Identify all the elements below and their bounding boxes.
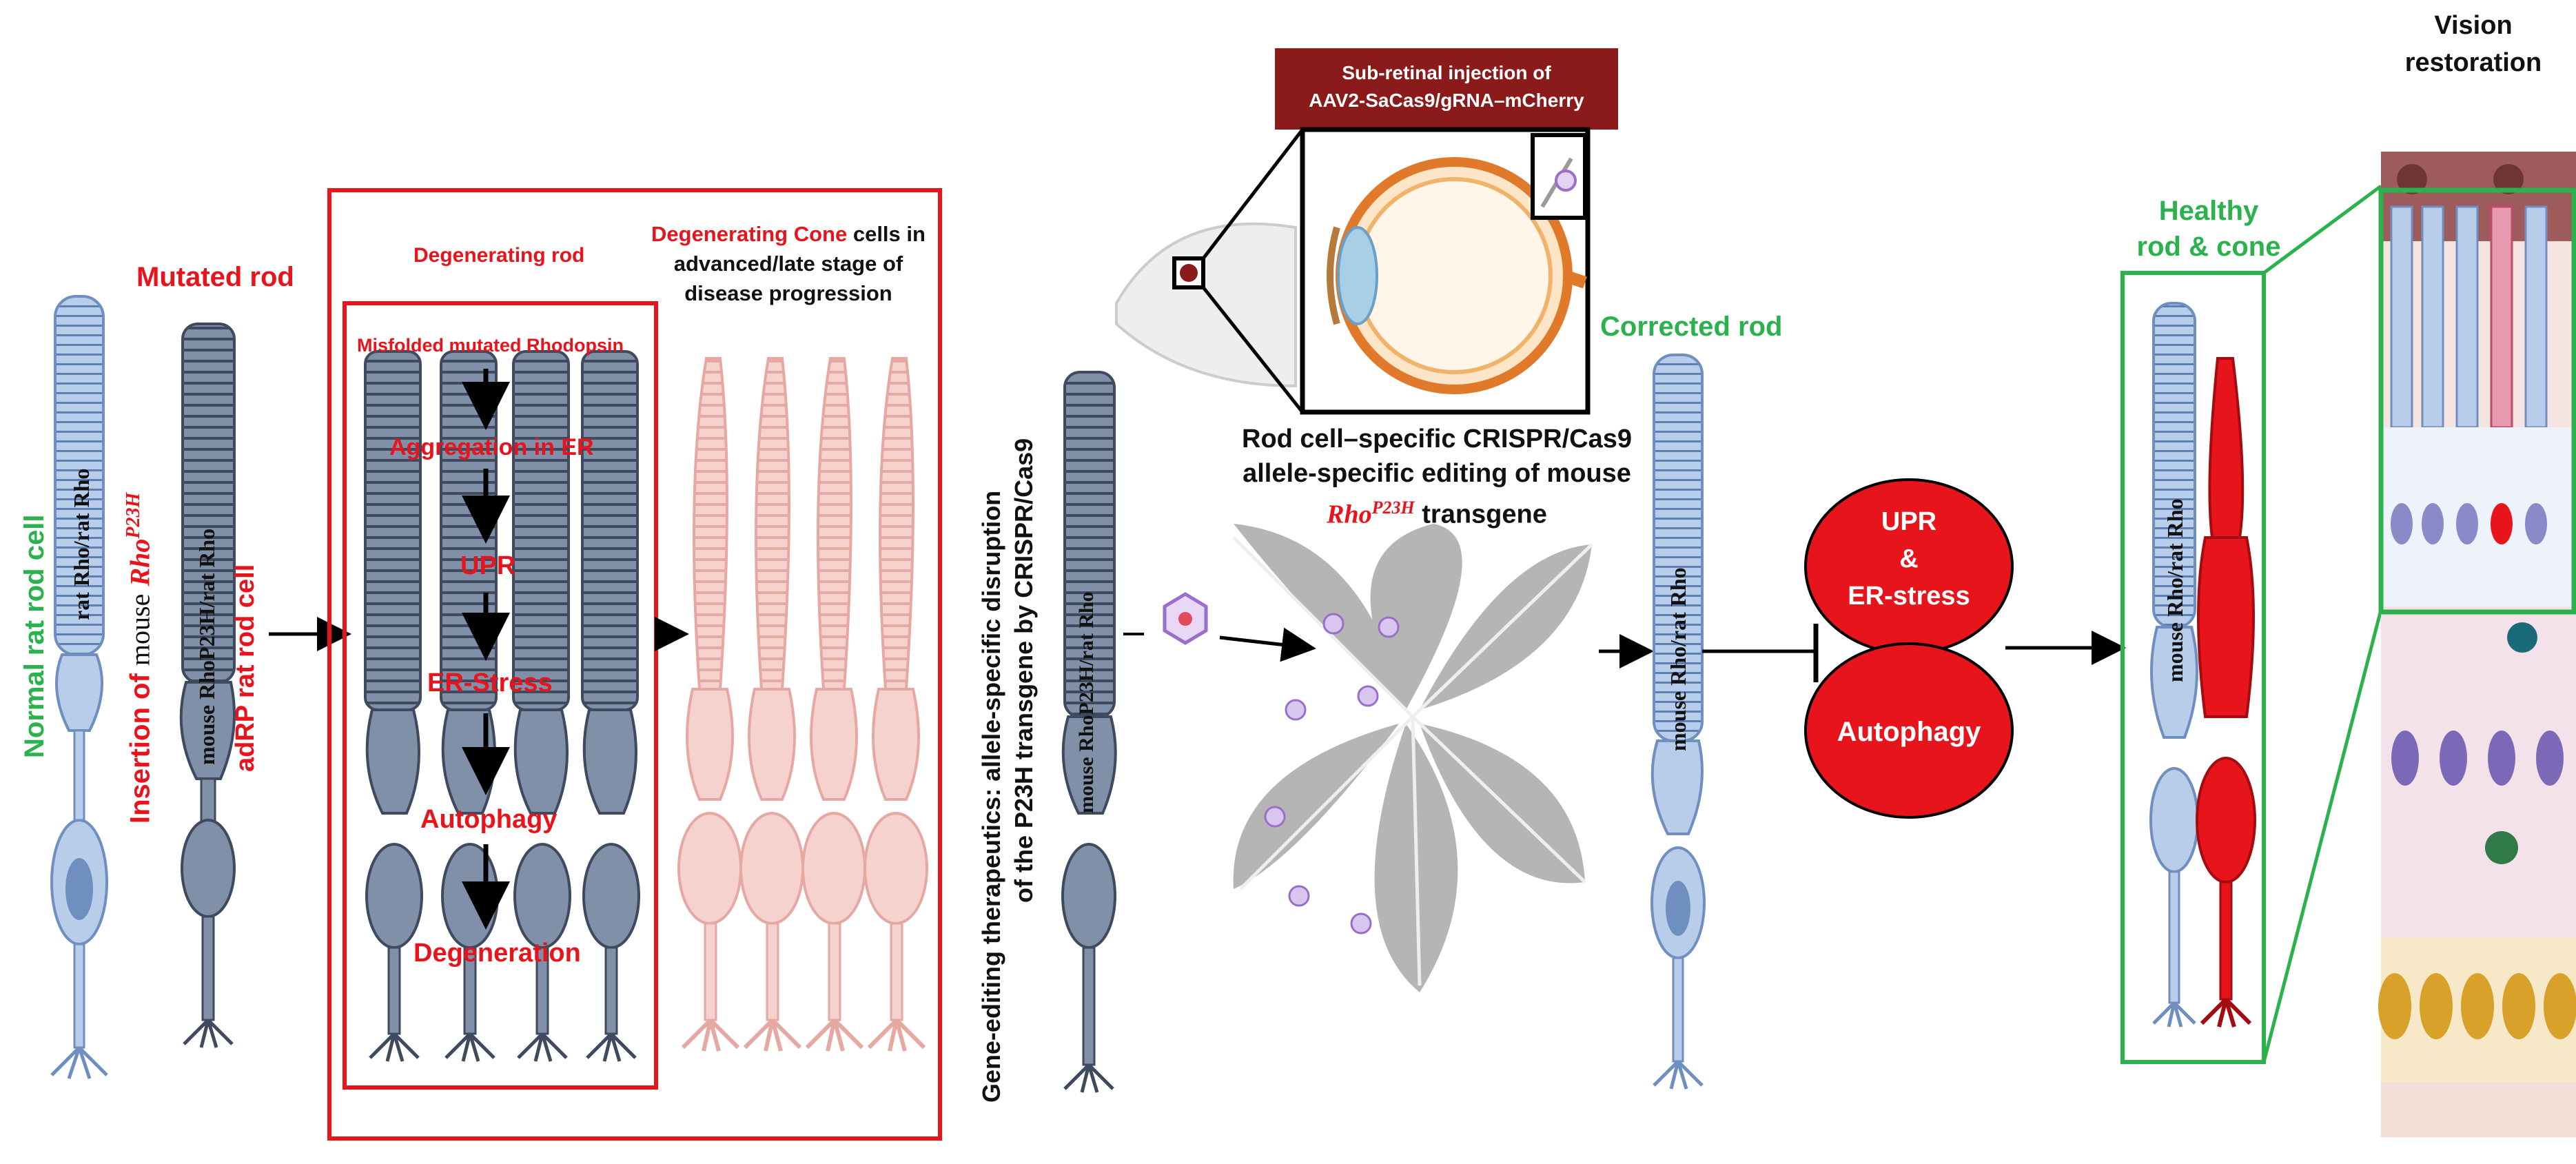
mutated-rod-label: Mutated rod	[136, 262, 294, 292]
corrected-rod-gene-label: mouse Rho/rat Rho	[1666, 567, 1690, 751]
zoom-line-green-bottom	[2262, 609, 2383, 1063]
misfolded-label: Misfolded mutated Rhodopsin	[357, 335, 624, 356]
mouse-head-illustration	[1115, 222, 1297, 388]
crispr-label: Rod cell–specific CRISPR/Cas9 allele-spe…	[1242, 425, 1632, 529]
retinal-flatmount	[1232, 524, 1593, 992]
cascade-step-5: Degeneration	[413, 939, 581, 968]
eye-cross-section	[1327, 157, 1587, 394]
inner-red-box	[343, 301, 658, 1090]
vision-label: Vision restoration	[2404, 11, 2542, 77]
normal-rod-cell	[50, 295, 108, 1079]
corrected-rod-label: Corrected rod	[1600, 312, 1783, 342]
healthy-box	[2120, 271, 2266, 1064]
p23h-rod-cell	[1061, 371, 1117, 1093]
injection-label: Sub-retinal injection of AAV2-SaCas9/gRN…	[1309, 62, 1584, 111]
gene-editing-label-1: Gene-editing therapeutics: allele-specif…	[977, 490, 1005, 1103]
healthy-rod-gene-label: mouse Rho/rat Rho	[2163, 498, 2187, 682]
retina-zoom-box	[2378, 187, 2576, 615]
injection-banner	[1275, 48, 1618, 130]
zoom-line-top	[1202, 128, 1304, 260]
gene-editing-label-2: of the P23H transgene by CRISPR/Cas9	[1010, 438, 1038, 903]
mutated-rod-cell	[179, 323, 236, 1048]
corrected-rod-cell	[1650, 354, 1706, 1090]
aav-capsid-icon	[1163, 592, 1208, 645]
cascade-step-4: Autophagy	[420, 805, 558, 834]
arrow-3b	[1219, 627, 1316, 662]
degen-cone-label: Degenerating Cone cells in advanced/late…	[651, 222, 926, 305]
insertion-label: Insertion of mouse RhoP23H	[123, 492, 156, 824]
outer-red-box	[327, 188, 942, 1141]
degenerating-cones	[677, 357, 928, 1052]
healthy-cone-cell	[2196, 357, 2256, 1028]
vector-bubble-icon	[1555, 170, 1577, 192]
autophagy-oval	[1804, 642, 2014, 819]
healthy-rod-cell	[2149, 302, 2199, 1028]
zoom-line-green-top	[2262, 184, 2382, 275]
zoom-line-bottom	[1202, 286, 1304, 413]
cascade-step-2: UPR	[460, 551, 516, 580]
retina-tissue-column	[2378, 152, 2576, 1137]
mouse-p23h-label: mouse RhoP23H/rat Rho	[194, 528, 219, 765]
cascade-step-1: Aggregation in ER	[389, 434, 594, 460]
cascade-step-3: ER-Stress	[427, 668, 553, 697]
adrp-cell-label: adRP rat rod cell	[231, 564, 260, 772]
rat-rho-label: rat Rho/rat Rho	[69, 468, 94, 620]
autophagy-label: Autophagy	[1837, 717, 1981, 747]
normal-cell-label: Normal rat rod cell	[19, 514, 50, 758]
p23h-rod-label: mouse RhoP23H/rat Rho	[1075, 591, 1098, 813]
degenerating-rod-label: Degenerating rod	[413, 244, 585, 267]
healthy-label: Healthy rod & cone	[2136, 196, 2281, 262]
upr-label: UPR & ER-stress	[1848, 507, 1970, 611]
